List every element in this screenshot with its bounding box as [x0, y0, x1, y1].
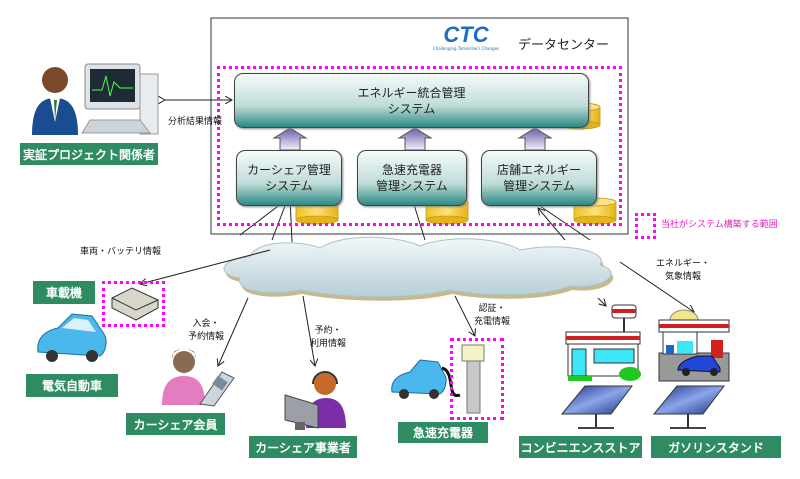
logo-text: CTC	[443, 22, 489, 47]
integrated-energy-system: エネルギー統合管理 システム	[234, 73, 589, 128]
legend-swatch	[635, 213, 656, 239]
label-onboard-unit: 車載機	[33, 281, 95, 304]
store-energy-system: 店舗エネルギー 管理システム	[481, 150, 597, 206]
scope-outline-onboard	[102, 281, 165, 327]
label-convenience-store: コンビニエンスストア	[519, 436, 642, 458]
charger-management-system: 急速充電器 管理システム	[357, 150, 467, 206]
flow-auth: 認証・ 充電情報	[474, 304, 511, 327]
up-arrows	[272, 127, 553, 151]
flow-energy: エネルギー・ 気象情報	[656, 259, 711, 282]
label-carshare-operator: カーシェア事業者	[249, 436, 357, 458]
project-member-icon	[32, 63, 159, 135]
flow-vehicle: 車両・バッテリ情報	[80, 247, 162, 257]
quick-charger-icon	[391, 344, 485, 414]
label-carshare-member: カーシェア会員	[126, 413, 225, 435]
flow-join: 入会・ 予約情報	[188, 319, 225, 342]
label-quick-charger: 急速充電器	[398, 422, 488, 443]
gas-station-icon	[658, 309, 730, 382]
electric-car-icon	[37, 313, 107, 362]
label-project-member: 実証プロジェクト関係者	[20, 143, 158, 165]
solar-panel-icons	[560, 385, 725, 429]
ctc-logo: CTC Challenging Tomorrow's Changes	[430, 22, 502, 52]
label-ev: 電気自動車	[26, 374, 118, 397]
flow-analysis: 分析結果情報	[168, 117, 223, 127]
data-center-title: データセンター	[518, 38, 610, 53]
carshare-member-icon	[162, 349, 235, 407]
logo-tagline: Challenging Tomorrow's Changes	[432, 46, 500, 51]
network-cloud	[223, 236, 614, 301]
carshare-management-system: カーシェア管理 システム	[236, 150, 342, 206]
legend-label: 当社がシステム構築する範囲	[661, 220, 778, 230]
flow-reserve: 予約・ 利用情報	[310, 326, 347, 349]
scope-outline-charger	[450, 338, 504, 420]
scope-outline-datacenter	[217, 66, 622, 226]
carshare-operator-icon	[284, 371, 346, 430]
connection-lines	[140, 100, 694, 366]
convenience-store-icon	[565, 304, 641, 381]
onboard-unit-icon	[111, 287, 159, 321]
label-gas-station: ガソリンスタンド	[651, 436, 781, 458]
